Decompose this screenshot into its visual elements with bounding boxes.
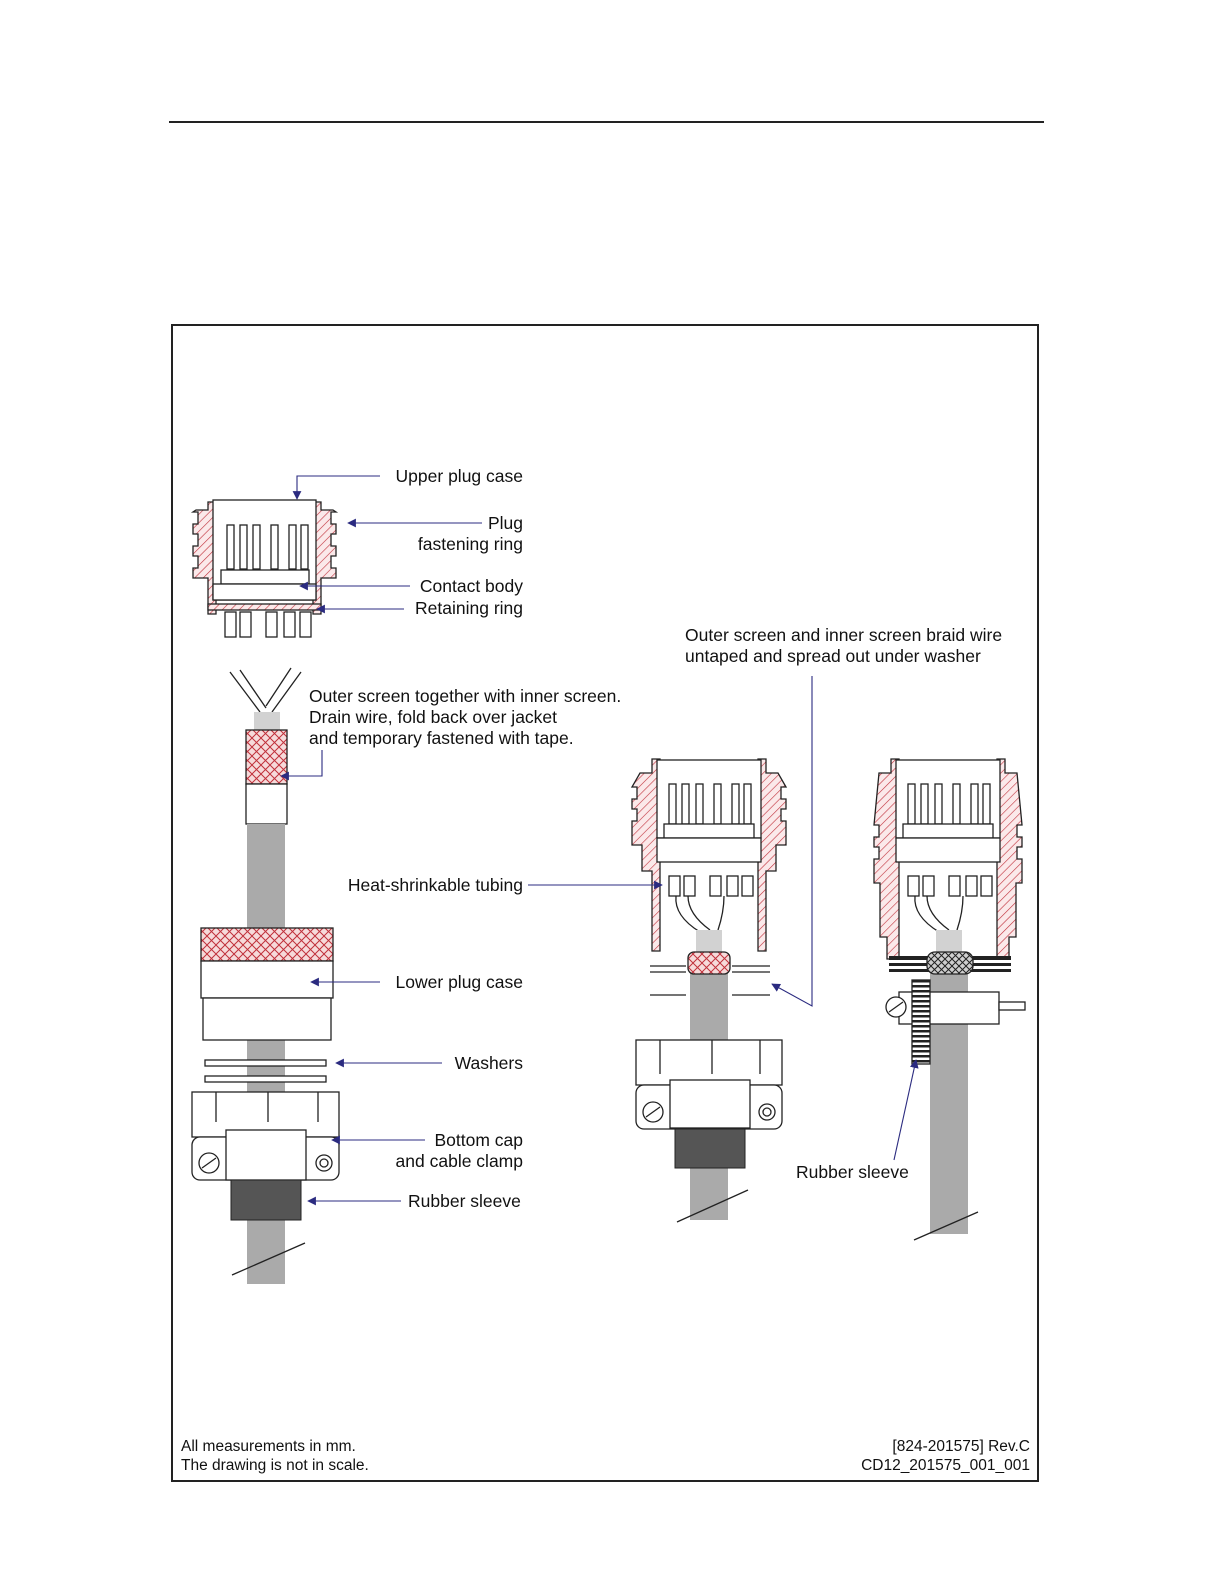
label-lower-plug-case: Lower plug case	[396, 972, 523, 992]
top-rule	[169, 121, 1044, 123]
label-contact-body: Contact body	[420, 576, 523, 596]
drawing-frame	[171, 324, 1039, 1482]
contact-body	[220, 569, 310, 585]
label-washers: Washers	[455, 1053, 524, 1073]
label-rubber-sleeve-right: Rubber sleeve	[796, 1162, 909, 1182]
right-assembly	[873, 758, 1026, 1241]
solder-cups	[224, 611, 312, 638]
label-outer-screen-line2: Drain wire, fold back over jacket	[309, 707, 557, 727]
middle-assembly	[630, 758, 788, 1223]
label-retaining-ring: Retaining ring	[415, 598, 523, 618]
label-braid-wire-line1: Outer screen and inner screen braid wire	[685, 625, 1002, 645]
footer-reference: [824-201575] Rev.C CD12_201575_001_001	[861, 1437, 1030, 1475]
label-braid-wire-line2: untaped and spread out under washer	[685, 646, 981, 666]
washers	[204, 1059, 327, 1083]
retaining-ring	[207, 603, 322, 611]
upper-plug-assembly	[190, 499, 339, 638]
label-plug: Plug	[488, 513, 523, 533]
label-bottom-cap: Bottom cap	[434, 1130, 523, 1150]
labels: Upper plug case Plug fastening ring Cont…	[309, 466, 1002, 1211]
footer-notes: All measurements in mm. The drawing is n…	[181, 1437, 369, 1475]
rubber-sleeve-middle	[674, 1128, 746, 1169]
footer-revision: [824-201575] Rev.C	[892, 1438, 1030, 1455]
label-upper-plug-case: Upper plug case	[396, 466, 523, 486]
footer-note-scale: The drawing is not in scale.	[181, 1457, 369, 1474]
label-rubber-sleeve-left: Rubber sleeve	[408, 1191, 521, 1211]
folded-screen	[245, 729, 288, 785]
label-outer-screen-line1: Outer screen together with inner screen.	[309, 686, 621, 706]
label-fastening-ring: fastening ring	[418, 534, 523, 554]
label-cable-clamp: and cable clamp	[396, 1151, 523, 1171]
lower-plug-case	[200, 927, 334, 1041]
footer-note-measurements: All measurements in mm.	[181, 1438, 356, 1455]
bottom-cap-left	[191, 1091, 340, 1221]
contact-pins	[226, 524, 309, 570]
leader-lines	[280, 475, 919, 1206]
rubber-sleeve-left	[230, 1179, 302, 1221]
footer-drawing-id: CD12_201575_001_001	[861, 1457, 1030, 1474]
label-outer-screen-line3: and temporary fastened with tape.	[309, 728, 574, 748]
label-heat-shrink: Heat-shrinkable tubing	[348, 875, 523, 895]
